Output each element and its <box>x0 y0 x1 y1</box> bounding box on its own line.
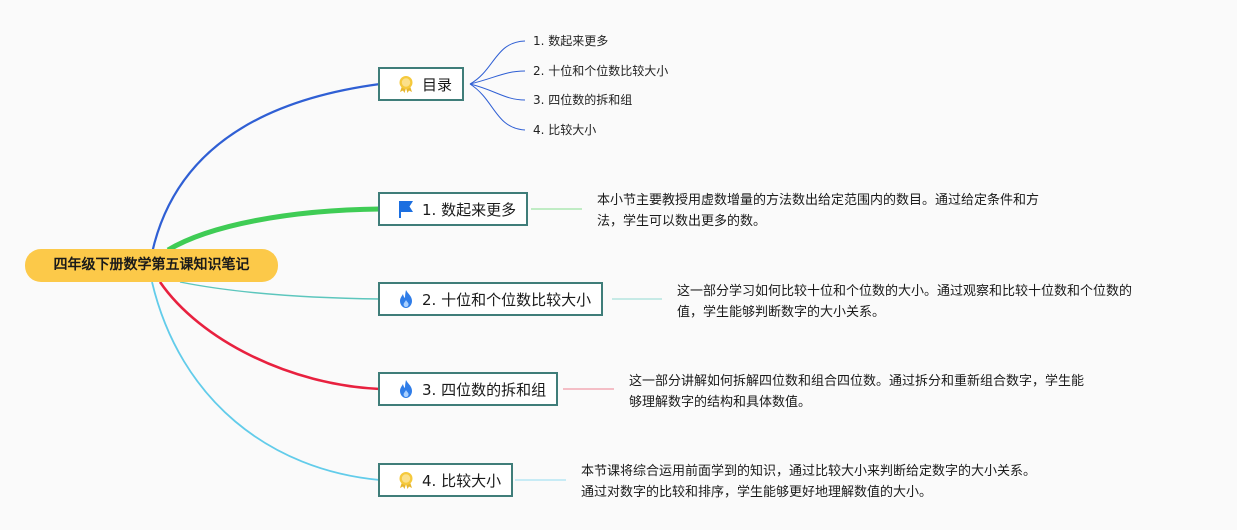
branch-node-b3[interactable]: 3. 四位数的拆和组 <box>378 372 559 406</box>
branch-desc-b2: 这一部分学习如何比较十位和个位数的大小。通过观察和比较十位数和个位数的 值，学生… <box>677 281 1132 323</box>
branch-node-b1[interactable]: 1. 数起来更多 <box>378 192 529 226</box>
toc-subitem-1[interactable]: 1. 数起来更多 <box>533 34 609 48</box>
desc-line: 够理解数字的结构和具体数值。 <box>629 395 812 410</box>
branch-label-toc: 目录 <box>422 75 453 94</box>
connector-root-b1 <box>166 206 381 253</box>
branch-node-b4[interactable]: 4. 比较大小 <box>378 463 514 497</box>
root-topic[interactable]: 四年级下册数学第五课知识笔记 <box>25 249 278 282</box>
award-medal-icon <box>396 74 416 94</box>
branch-desc-b1: 本小节主要教授用虚数增量的方法数出给定范围内的数目。通过给定条件和方 法，学生可… <box>597 190 1039 232</box>
branch-label-b1: 1. 数起来更多 <box>422 200 517 219</box>
toc-subitem-3[interactable]: 3. 四位数的拆和组 <box>533 93 633 107</box>
branch-label-b2: 2. 十位和个位数比较大小 <box>422 290 592 309</box>
toc-subitem-2[interactable]: 2. 十位和个位数比较大小 <box>533 64 669 78</box>
branch-node-toc[interactable]: 目录 <box>378 67 465 101</box>
desc-line: 这一部分讲解如何拆解四位数和组合四位数。通过拆分和重新组合数字，学生能 <box>629 374 1085 389</box>
branch-node-b2[interactable]: 2. 十位和个位数比较大小 <box>378 282 604 316</box>
branch-desc-b4: 本节课将综合运用前面学到的知识，通过比较大小来判断给定数字的大小关系。 通过对数… <box>581 461 1036 503</box>
branch-label-b3: 3. 四位数的拆和组 <box>422 380 547 399</box>
connector-root-b2 <box>179 281 381 300</box>
desc-line: 本节课将综合运用前面学到的知识，通过比较大小来判断给定数字的大小关系。 <box>581 464 1037 479</box>
connector-root-toc <box>150 82 381 254</box>
connector-toc-sub-2 <box>469 70 526 85</box>
desc-line: 通过对数字的比较和排序，学生能够更好地理解数值的大小。 <box>581 485 933 500</box>
branch-desc-b3: 这一部分讲解如何拆解四位数和组合四位数。通过拆分和重新组合数字，学生能 够理解数… <box>629 371 1084 413</box>
connector-toc-sub-3 <box>469 83 526 101</box>
connector-toc-sub-1 <box>469 40 526 85</box>
branch-label-b4: 4. 比较大小 <box>422 471 502 490</box>
blue-flag-icon <box>396 199 416 219</box>
connector-root-b4 <box>151 281 381 481</box>
fire-icon <box>396 289 416 309</box>
connector-root-b3 <box>158 281 381 391</box>
desc-line: 这一部分学习如何比较十位和个位数的大小。通过观察和比较十位数和个位数的 <box>677 284 1133 299</box>
desc-line: 法，学生可以数出更多的数。 <box>597 214 767 229</box>
fire-icon <box>396 379 416 399</box>
connector-toc-sub-4 <box>469 83 526 131</box>
desc-line: 值，学生能够判断数字的大小关系。 <box>677 305 886 320</box>
desc-line: 本小节主要教授用虚数增量的方法数出给定范围内的数目。通过给定条件和方 <box>597 193 1040 208</box>
award-medal-icon <box>396 470 416 490</box>
toc-subitem-4[interactable]: 4. 比较大小 <box>533 123 597 137</box>
